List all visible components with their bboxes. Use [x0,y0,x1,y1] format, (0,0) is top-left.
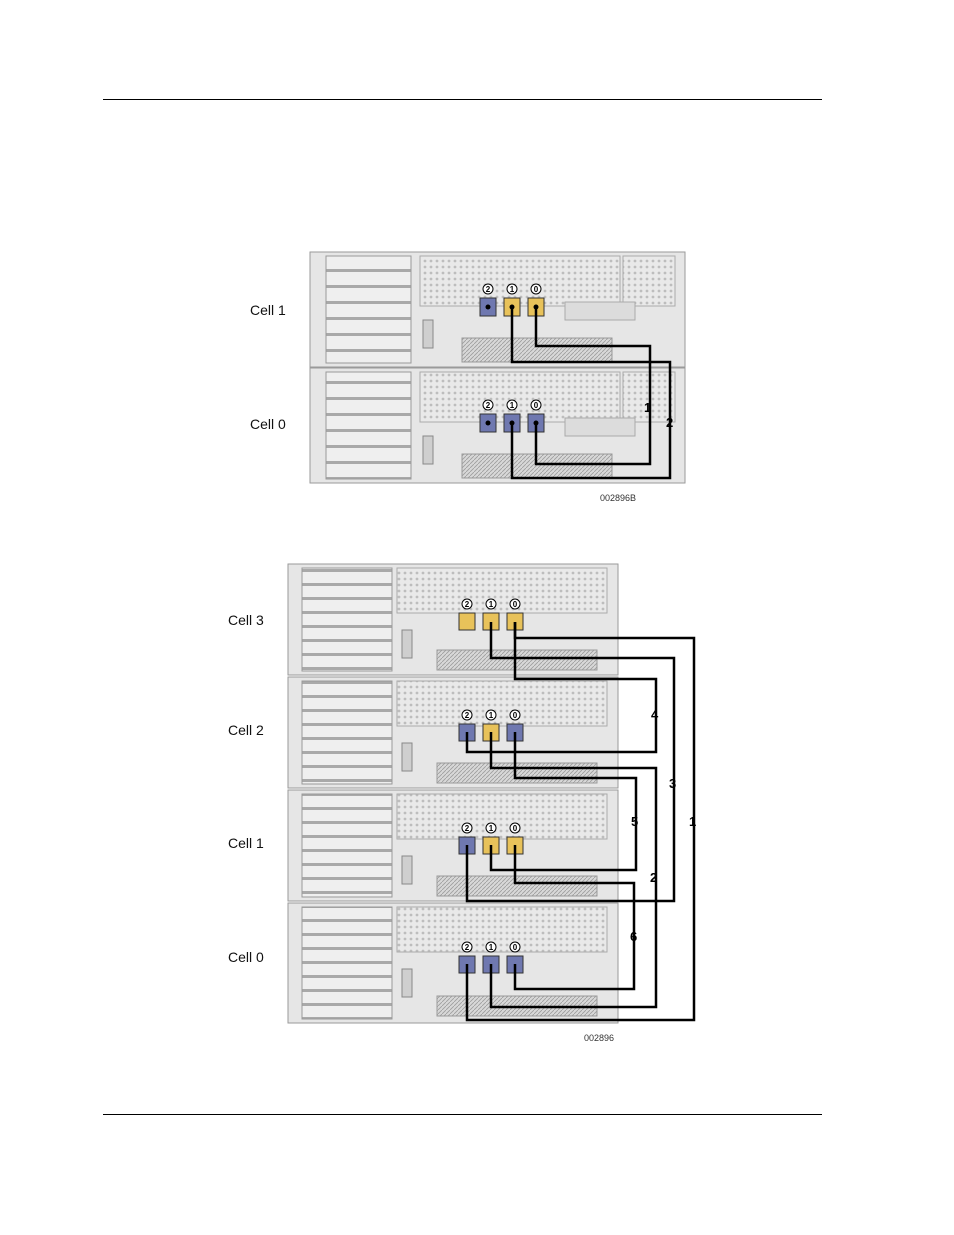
port-number: 1 [510,401,515,410]
port-number: 2 [465,824,470,833]
figure-two-cell-cabling: Cell 1 Cell 0 2 1 0 2 1 0 1 2 002896B [250,251,686,503]
cell-label: Cell 1 [228,835,264,851]
port-row-cell-3: 2 1 0 [458,598,524,631]
cable-number: 4 [651,707,659,722]
cable-number: 5 [631,814,638,829]
chassis-cell-0 [287,902,619,1024]
cell-label: Cell 1 [250,302,286,318]
port-number: 2 [465,711,470,720]
port-number: 0 [513,600,518,609]
port-number: 0 [534,285,539,294]
cable-3 [465,622,676,903]
cable-number: 2 [666,415,673,430]
port-number: 0 [534,401,539,410]
cable-group [510,307,672,480]
cable-number: 1 [689,814,696,829]
cable-number: 3 [669,776,676,791]
port-number: 1 [489,824,494,833]
port-number: 0 [513,824,518,833]
port-row-cell-1: 2 1 0 [479,283,545,317]
port-number: 1 [489,600,494,609]
cell-label: Cell 0 [250,416,286,432]
figure-id: 002896B [600,493,636,503]
footer-rule [103,1114,822,1115]
cable-2 [489,732,658,1009]
cell-label: Cell 0 [228,949,264,965]
port-number: 1 [489,943,494,952]
chassis-cell-1 [287,789,619,902]
figure-four-cell-cabling: Cell 3 Cell 2 Cell 1 Cell 0 2 1 0 2 1 0 … [228,563,696,1043]
cable-number: 2 [650,870,657,885]
chassis-cell-0 [309,367,686,484]
port-number: 2 [486,285,491,294]
port-number: 2 [465,943,470,952]
chassis-cell-1 [309,251,686,368]
figure-id: 002896 [584,1033,614,1043]
cable-5 [489,732,638,872]
chassis-cell-3 [287,563,619,676]
port-number: 2 [486,401,491,410]
port-number: 1 [489,711,494,720]
cable-1 [534,307,652,466]
port-number: 0 [513,943,518,952]
cable-number: 1 [644,400,651,415]
cable-2 [510,307,672,480]
port-number: 2 [465,600,470,609]
cable-4 [465,622,658,754]
cable-number: 6 [630,929,637,944]
chassis-cell-2 [287,676,619,789]
cable-6 [513,845,636,991]
cable-group [465,622,696,1022]
cell-label: Cell 3 [228,612,264,628]
cell-label: Cell 2 [228,722,264,738]
port-number: 1 [510,285,515,294]
header-rule [103,99,822,100]
port-number: 0 [513,711,518,720]
